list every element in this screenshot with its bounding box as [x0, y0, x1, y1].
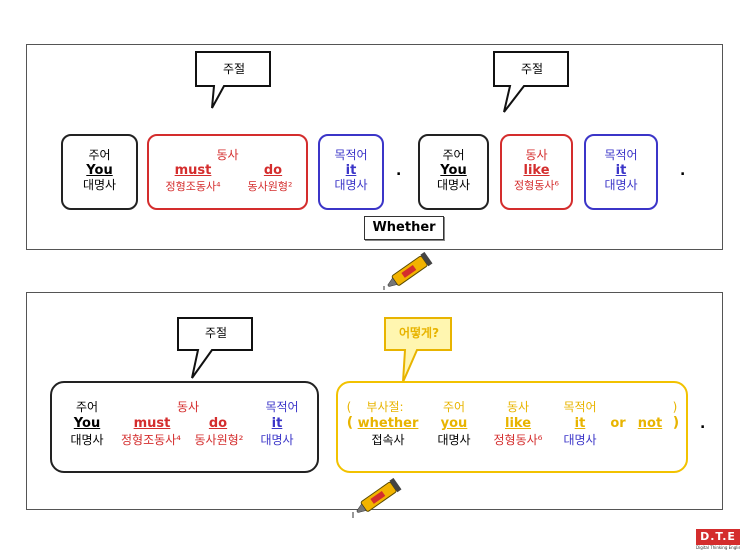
- top-panel: [26, 44, 723, 250]
- object-pos: 대명사: [334, 178, 368, 192]
- object-word: it: [345, 163, 357, 178]
- adv-pos-conj: 접속사: [371, 433, 405, 447]
- adv-role-object: 목적어: [563, 400, 597, 414]
- subject-word: You: [440, 163, 467, 178]
- whether-connector: Whether: [364, 216, 444, 240]
- object-box-2: 목적어 it 대명사: [584, 134, 658, 210]
- main-pos-subject: 대명사: [70, 433, 104, 447]
- speech-bubble-how: [384, 317, 452, 383]
- object-role: 목적어: [604, 148, 638, 162]
- main-pos-object: 대명사: [260, 433, 294, 447]
- clause-label-2: 주절: [520, 62, 544, 76]
- adverbial-clause-box: [336, 381, 688, 473]
- adv-role-verb: 동사: [506, 400, 530, 414]
- speech-bubble-1: [195, 51, 271, 109]
- object-pos: 대명사: [604, 178, 638, 192]
- subject-box-1: 주어 You 대명사: [61, 134, 138, 210]
- adv-open-paren: (: [346, 415, 354, 431]
- bottom-panel: [26, 292, 723, 510]
- glue-tube-icon: [352, 478, 402, 518]
- period-2: .: [680, 163, 686, 179]
- speech-bubble-main: [177, 317, 253, 379]
- clause-label-1: 주절: [222, 62, 246, 76]
- adv-pos-subject: 대명사: [437, 433, 471, 447]
- how-label: 어떻게?: [398, 326, 440, 340]
- adv-word-like: like: [504, 416, 532, 431]
- main-role-subject: 주어: [75, 400, 99, 414]
- main-role-verb: 동사: [176, 400, 200, 414]
- object-word: it: [615, 163, 627, 178]
- verb-box-2: 동사 like 정형동사⁶: [500, 134, 573, 210]
- verb-pos: 정형동사⁶: [514, 179, 559, 192]
- glue-tube-icon: [383, 252, 433, 290]
- adv-pos-verb: 정형동사⁶: [493, 433, 543, 447]
- adv-label: 부사절:: [366, 400, 404, 414]
- verb-role: 동사: [525, 148, 548, 162]
- adv-word-you: you: [440, 416, 468, 431]
- adv-open-paren-top: (: [346, 400, 352, 414]
- main-pos-modal: 정형조동사⁴: [120, 433, 181, 447]
- main-word-it: it: [271, 416, 283, 431]
- period-1: .: [396, 163, 402, 179]
- main-pos-base: 동사원형²: [194, 433, 244, 447]
- main-role-object: 목적어: [265, 400, 299, 414]
- adv-close-paren-top: ): [672, 400, 678, 414]
- verb-pos-base: 동사원형²: [247, 180, 293, 193]
- adv-word-whether: whether: [357, 416, 419, 431]
- speech-bubble-2: [493, 51, 569, 113]
- main-clause-box: [50, 381, 319, 473]
- main-word-must: must: [133, 416, 171, 431]
- object-box-1: 목적어 it 대명사: [318, 134, 384, 210]
- subject-word: You: [86, 163, 113, 178]
- subject-box-2: 주어 You 대명사: [418, 134, 489, 210]
- verb-role: 동사: [216, 148, 239, 162]
- verb-word-do: do: [263, 163, 283, 178]
- clause-label-main: 주절: [204, 326, 228, 340]
- subject-pos: 대명사: [436, 178, 471, 192]
- verb-word-must: must: [174, 163, 212, 178]
- subject-role: 주어: [442, 148, 465, 162]
- main-word-you: You: [73, 416, 101, 431]
- main-word-do: do: [208, 416, 228, 431]
- adv-word-or: or: [610, 416, 626, 431]
- period-bottom: .: [700, 416, 706, 432]
- adv-pos-object: 대명사: [563, 433, 597, 447]
- logo-text: D.T.E: [696, 529, 740, 545]
- verb-box-1: 동사 must do 정형조동사⁴ 동사원형²: [147, 134, 308, 210]
- logo-subtitle: Digital Thinking English: [696, 545, 740, 550]
- adv-word-it: it: [574, 416, 586, 431]
- verb-pos-modal: 정형조동사⁴: [165, 180, 221, 193]
- verb-word: like: [523, 163, 550, 178]
- adv-role-subject: 주어: [442, 400, 466, 414]
- subject-role: 주어: [88, 148, 111, 162]
- subject-pos: 대명사: [82, 178, 117, 192]
- object-role: 목적어: [334, 148, 368, 162]
- adv-close-paren: ): [672, 415, 680, 431]
- dte-logo: D.T.E Digital Thinking English: [696, 529, 740, 551]
- adv-word-not: not: [637, 416, 663, 431]
